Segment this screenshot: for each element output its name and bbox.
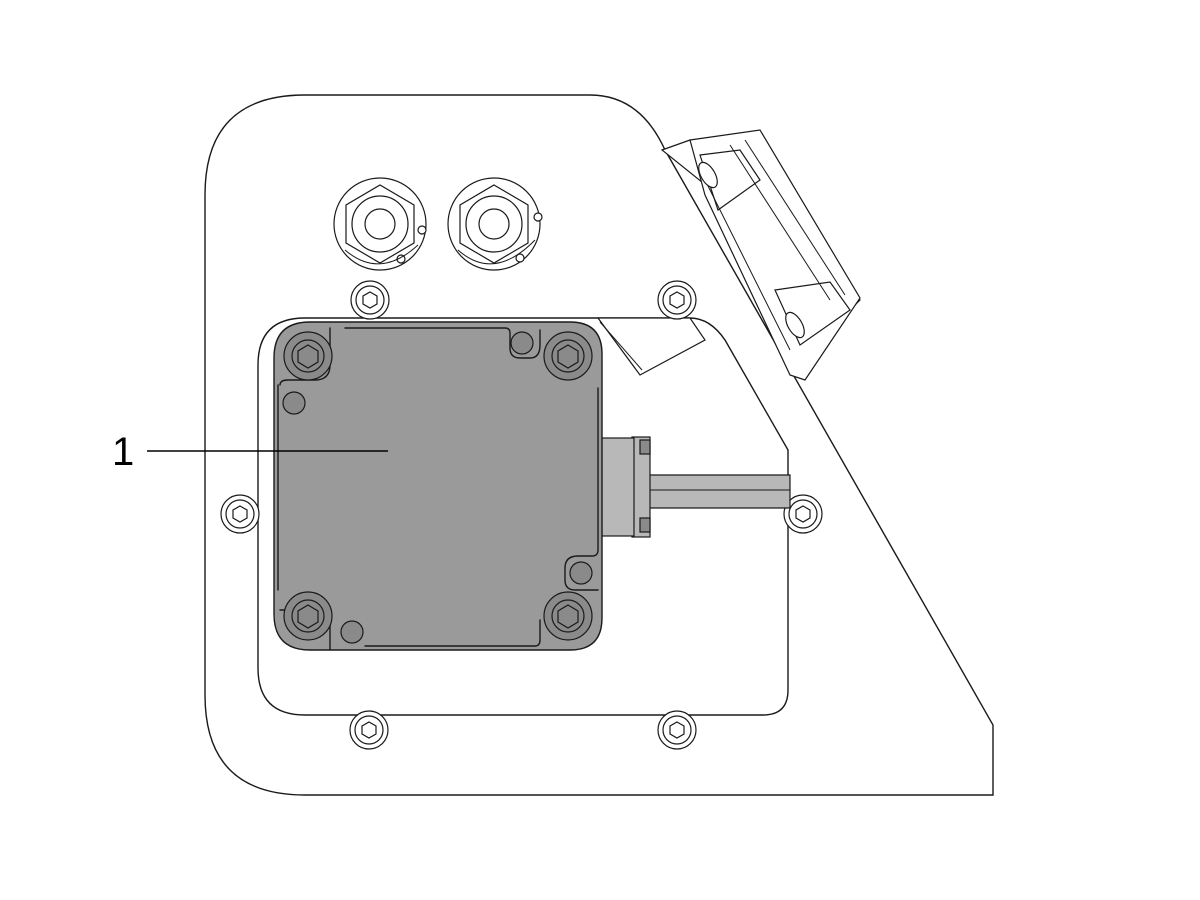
screw-mid-right (783, 494, 823, 534)
screw-top-left (350, 280, 390, 320)
cable-gland-right (447, 177, 543, 271)
side-connector (660, 129, 861, 381)
cable-gland-left (333, 177, 427, 271)
screw-top-right (657, 280, 697, 320)
screw-mid-left (220, 494, 260, 534)
plate-screws (220, 280, 823, 750)
motor-screw-top-right (543, 331, 593, 381)
callout-label-1: 1 (112, 430, 134, 474)
screw-bottom-left (349, 710, 389, 750)
angled-bracket (596, 317, 706, 376)
motor-screw-top-left (283, 331, 333, 381)
motor-pin-top (510, 331, 534, 355)
motor-pin-bottom (340, 620, 364, 644)
inner-recess (257, 317, 789, 716)
screw-bottom-right (657, 710, 697, 750)
angled-bracket-edge (599, 321, 643, 371)
motor-screw-bottom-right (543, 591, 593, 641)
motor-cable (597, 436, 791, 538)
motor-screw-bottom-left (283, 591, 333, 641)
motor-unit (273, 321, 603, 651)
motor-pin-left (282, 391, 306, 415)
motor-pin-right (569, 561, 593, 585)
